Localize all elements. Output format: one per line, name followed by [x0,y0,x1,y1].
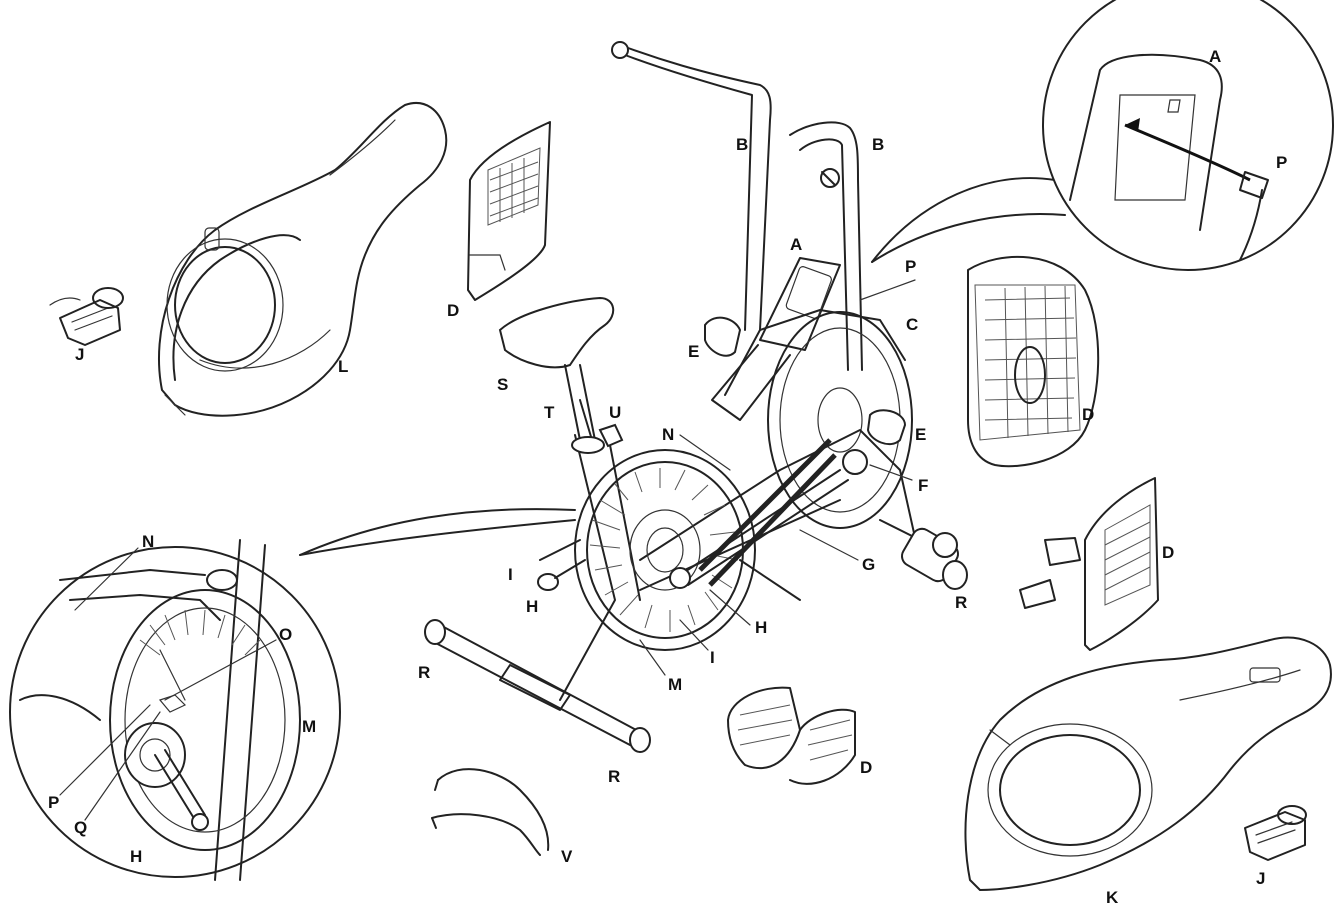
label-i-center: I [710,648,715,667]
label-f: F [918,476,928,495]
right-handlebar-b [789,121,863,371]
label-s: S [497,375,508,394]
fan-shroud-panel-d-top [467,121,551,301]
right-pedal-j [1244,805,1307,861]
left-side-cover-l [158,102,448,417]
label-i-left: I [508,565,513,584]
console-a [711,257,841,421]
inset-drive-detail [9,508,576,881]
foot-rest-e-left [704,316,742,357]
label-a-inset: A [1209,47,1221,66]
label-d-right-big: D [1082,405,1094,424]
label-o: O [279,625,292,644]
label-r-right: R [955,593,967,612]
label-h-center: H [755,618,767,637]
label-l: L [338,357,348,376]
fan-shroud-d-bottom [727,686,856,785]
inset-console-connector [871,0,1334,271]
label-v: V [561,847,573,866]
seat-post-t [564,364,605,454]
front-stabilizer-r [424,619,651,753]
label-u: U [609,403,621,422]
label-q: Q [74,818,87,837]
seat-knob-u [598,423,624,448]
label-r-left: R [418,663,430,682]
saddle-s [498,296,615,369]
crank-arm-h [669,449,868,589]
label-r-bottom: R [608,767,620,786]
label-b-right: B [872,135,884,154]
fan-shroud-d-right [967,255,1100,468]
label-b-left: B [736,135,748,154]
label-j-right: J [1256,869,1265,888]
label-d-bottom: D [860,758,872,777]
label-t: T [544,403,555,422]
label-d-right-panel: D [1162,543,1174,562]
label-e-right: E [915,425,926,444]
left-handlebar-b [611,41,772,331]
label-h-inset: H [130,847,142,866]
label-k: K [1106,888,1119,907]
fan-shroud-panel-d-right [1019,477,1159,651]
crank-pedal-h-left [537,559,586,591]
label-p-inset: P [48,793,59,812]
label-a-console: A [790,235,802,254]
belt-v [431,768,550,856]
label-m-center: M [668,675,682,694]
right-side-cover-k [964,636,1332,891]
label-p-console: P [905,257,916,276]
label-n-inset: N [142,532,154,551]
foot-rest-e-right [866,409,907,446]
label-c: C [906,315,918,334]
label-h-left: H [526,597,538,616]
leader-lines [59,279,916,821]
frame-main [559,399,968,701]
left-pedal-j [49,287,124,346]
label-p-top-inset: P [1276,153,1287,172]
label-e-left: E [688,342,699,361]
label-n-center: N [662,425,674,444]
drive-belt [698,438,837,587]
pedal-stem-i [539,539,581,561]
label-j-left: J [75,345,84,364]
label-m-inset: M [302,717,316,736]
label-d-top-panel: D [447,301,459,320]
part-labels: A A B B C D D D D E E F G H H H I I J J … [48,47,1287,907]
label-g: G [862,555,875,574]
